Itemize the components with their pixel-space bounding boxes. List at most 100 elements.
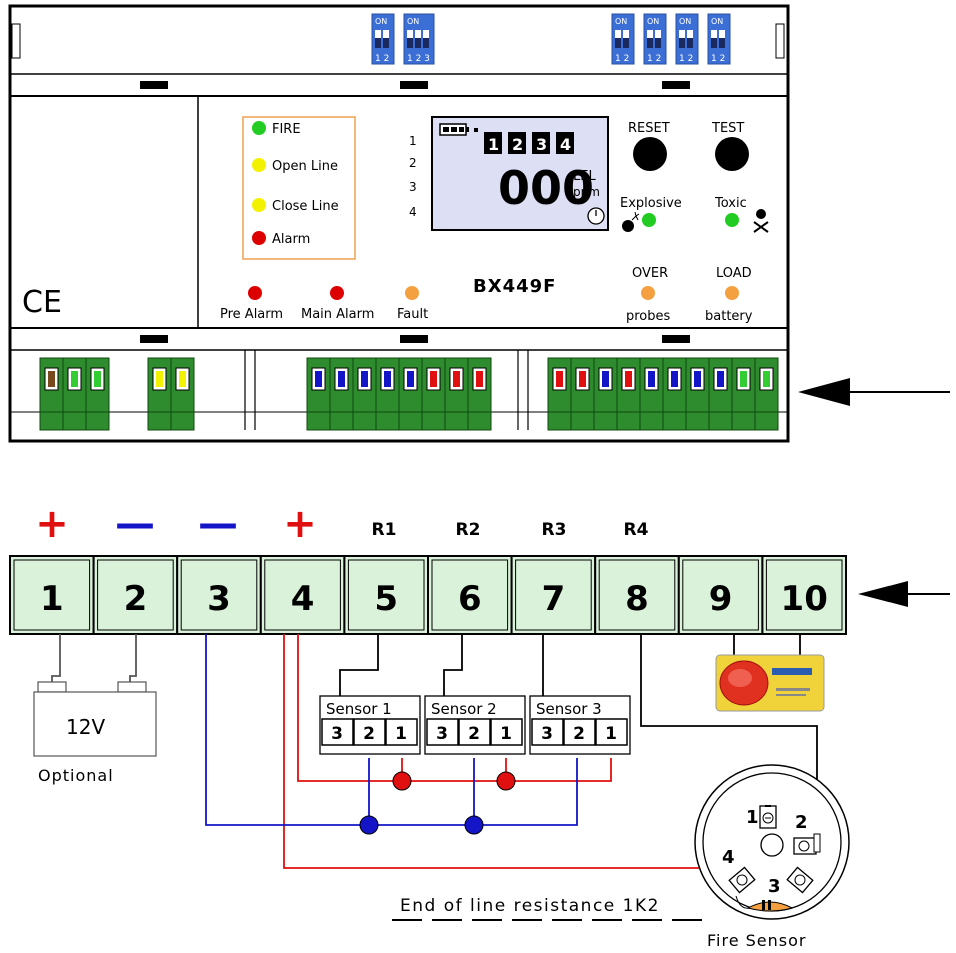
terminal-number: 8 <box>625 579 649 619</box>
dip-switch[interactable]: ON1 2 <box>611 13 635 65</box>
display-row-number: 3 <box>409 180 417 194</box>
toxic-label: Toxic <box>714 196 747 211</box>
sensor-pin: 1 <box>605 724 617 744</box>
channel-box <box>532 132 550 154</box>
fire-sensor-pin: 1 <box>746 807 759 828</box>
status-led-item: FIRE <box>252 121 301 137</box>
fire-sensor-label: Fire Sensor <box>707 931 806 950</box>
load-led <box>725 286 739 300</box>
dip-switch[interactable]: ON1 2 3 <box>403 13 435 65</box>
bottom-led <box>248 286 262 300</box>
ce-mark: CE <box>22 285 62 320</box>
dip-on-label: ON <box>679 17 691 26</box>
bottom-led-label: Pre Alarm <box>220 307 283 322</box>
emergency-stop-button <box>715 654 825 712</box>
device-terminal <box>593 357 618 431</box>
polarity-sign: — <box>115 501 155 547</box>
sensor-pin: 3 <box>541 724 553 744</box>
terminal-number: 3 <box>207 579 231 619</box>
explosive-label: Explosive <box>620 196 682 211</box>
relay-label: R4 <box>624 520 649 540</box>
terminal-5[interactable]: 5 <box>343 555 429 635</box>
device-terminal <box>708 357 733 431</box>
status-led <box>252 121 266 135</box>
channel-box <box>484 132 502 154</box>
polarity-sign: + <box>35 501 69 547</box>
device-terminal <box>398 357 423 431</box>
terminal-10[interactable]: 10 <box>761 555 848 635</box>
terminal-1[interactable]: 1 <box>9 555 95 635</box>
terminal-7[interactable]: 7 <box>510 555 597 635</box>
device-terminal <box>352 357 377 431</box>
status-led-label: FIRE <box>272 122 301 137</box>
test-button[interactable] <box>715 137 749 171</box>
status-led-item: Close Line <box>252 198 339 214</box>
dip-switch[interactable]: ON1 2 <box>643 13 667 65</box>
unit-lel: LEL <box>573 169 596 184</box>
device-terminal <box>444 357 469 431</box>
sensor-pin: 3 <box>436 724 448 744</box>
device-terminal <box>685 357 710 431</box>
dip-number-label: 1 2 <box>647 54 661 64</box>
terminal-9[interactable]: 9 <box>677 555 764 635</box>
relay-label: R1 <box>372 520 397 540</box>
terminal-number: 5 <box>374 579 398 619</box>
device-terminal <box>731 357 756 431</box>
fire-sensor-pin: 2 <box>795 812 808 833</box>
load-label: LOAD <box>716 266 752 281</box>
wires <box>51 634 818 869</box>
reset-button[interactable] <box>633 137 667 171</box>
device-terminal <box>754 357 779 431</box>
sensor-name: Sensor 2 <box>431 700 497 718</box>
terminal-3[interactable]: 3 <box>176 555 262 635</box>
clock-icon <box>587 207 605 225</box>
channel-box <box>556 132 574 154</box>
arrow-top <box>798 378 950 406</box>
toxic-led <box>725 213 739 227</box>
terminal-6[interactable]: 6 <box>427 555 513 635</box>
model-name: BX449F <box>473 276 556 297</box>
terminal-number: 6 <box>458 579 482 619</box>
resistance-note: End of line resistance 1K2 <box>400 896 660 916</box>
dip-number-label: 1 2 <box>375 54 389 64</box>
explosive-led <box>642 213 656 227</box>
dip-number-label: 1 2 3 <box>407 54 430 64</box>
sensor-pin: 3 <box>331 724 343 744</box>
dip-switch[interactable]: ON1 2 <box>675 13 699 65</box>
dip-on-label: ON <box>615 17 627 26</box>
fire-sensor-pin: 3 <box>768 876 781 897</box>
sensor-name: Sensor 1 <box>326 700 392 718</box>
device-terminal <box>421 357 446 431</box>
terminal-number: 10 <box>781 579 828 619</box>
dip-on-label: ON <box>711 17 723 26</box>
battery-12v: 12V Optional <box>33 681 157 785</box>
terminal-4[interactable]: 4 <box>259 555 346 635</box>
test-label: TEST <box>711 121 744 136</box>
battery-label: battery <box>705 309 753 324</box>
device-terminal <box>62 357 87 431</box>
display-row-number: 2 <box>409 156 417 170</box>
dip-on-label: ON <box>375 17 387 26</box>
channel-number: 1 <box>488 135 499 154</box>
device-terminal <box>170 357 195 431</box>
display-row-number: 4 <box>409 205 417 219</box>
terminal-8[interactable]: 8 <box>594 555 680 635</box>
terminal-number: 1 <box>40 579 64 619</box>
terminal-2[interactable]: 2 <box>92 555 179 635</box>
bottom-led-item: Pre Alarm <box>220 286 283 322</box>
channel-box <box>508 132 526 154</box>
status-led-item: Open Line <box>252 158 338 174</box>
bottom-led-label: Fault <box>397 307 428 322</box>
terminal-number: 9 <box>709 579 733 619</box>
device-terminal <box>467 357 492 431</box>
dip-switch[interactable]: ON 1 2 <box>371 13 395 65</box>
dip-switch[interactable]: ON1 2 <box>707 13 731 65</box>
